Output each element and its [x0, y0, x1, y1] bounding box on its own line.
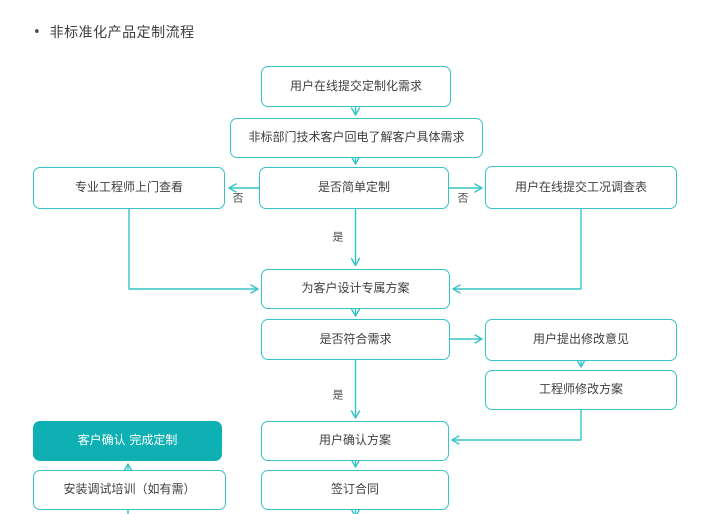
node-label: 签订合同 — [330, 482, 379, 497]
node-label: 工程师修改方案 — [538, 382, 623, 397]
node-label: 为客户设计专属方案 — [301, 281, 410, 296]
page-title-text: 非标准化产品定制流程 — [49, 25, 195, 41]
edge-label-no-right: 否 — [456, 191, 470, 205]
title-bullet: • — [33, 24, 41, 40]
flow-node-confirm: 用户确认方案 — [261, 421, 449, 461]
edge-label-yes-mid: 是 — [331, 230, 345, 244]
edge-modify-confirm — [451, 410, 582, 445]
flow-node-submit: 用户在线提交定制化需求 — [261, 66, 451, 107]
edge-survey-design — [452, 209, 582, 294]
edge-label-yes-low: 是 — [331, 388, 345, 402]
node-label: 是否符合需求 — [319, 331, 392, 346]
node-label: 用户在线提交定制化需求 — [289, 78, 422, 93]
flow-node-meets-needs: 是否符合需求 — [261, 319, 450, 360]
flow-node-feedback: 用户提出修改意见 — [485, 319, 677, 361]
flow-node-survey: 用户在线提交工况调查表 — [485, 166, 677, 209]
node-label: 非标部门技术客户回电了解客户具体需求 — [248, 130, 465, 145]
edge-engineer-design — [128, 209, 259, 294]
flow-node-contract: 签订合同 — [261, 470, 449, 510]
flow-node-callback: 非标部门技术客户回电了解客户具体需求 — [230, 118, 483, 158]
flow-node-design: 为客户设计专属方案 — [261, 269, 450, 309]
node-label: 客户确认 完成定制 — [77, 433, 178, 448]
flow-node-modify: 工程师修改方案 — [485, 370, 677, 410]
node-label: 用户提出修改意见 — [532, 332, 629, 347]
node-label: 用户在线提交工况调查表 — [514, 179, 647, 194]
page-title: • 非标准化产品定制流程 — [33, 22, 195, 42]
node-label: 用户确认方案 — [318, 433, 391, 448]
flow-node-install: 安装调试培训（如有需） — [33, 470, 226, 510]
node-label: 安装调试培训（如有需） — [63, 482, 196, 497]
flow-node-engineer-visit: 专业工程师上门查看 — [33, 167, 225, 209]
edge-label-no-left: 否 — [231, 191, 245, 205]
node-label: 专业工程师上门查看 — [74, 180, 183, 195]
node-label: 是否简单定制 — [317, 180, 390, 195]
flow-node-is-simple: 是否简单定制 — [259, 167, 449, 209]
flow-node-complete: 客户确认 完成定制 — [33, 421, 222, 461]
